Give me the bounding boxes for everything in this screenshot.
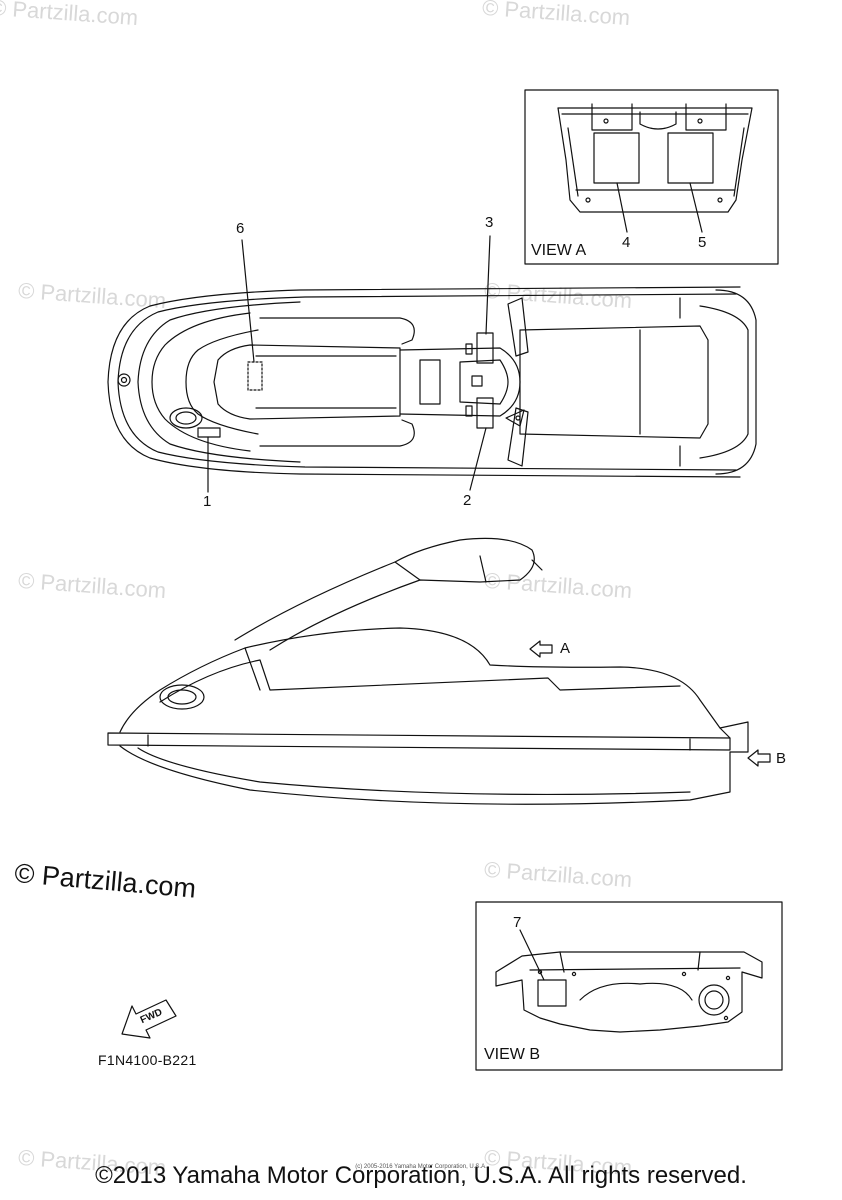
leader-4 <box>616 182 628 233</box>
arrow-b-label: B <box>776 750 787 767</box>
callout-2: 2 <box>463 492 472 509</box>
label-2-area <box>476 397 494 429</box>
label-4-area <box>593 132 640 184</box>
view-a-frame <box>524 89 779 265</box>
tiny-copyright: (c) 2005-2016 Yamaha Motor Corporation, … <box>355 1164 487 1170</box>
side-view-craft <box>107 537 749 805</box>
view-b-label: VIEW B <box>484 1046 541 1063</box>
label-7-area <box>537 979 567 1007</box>
arrow-b-icon <box>747 749 771 767</box>
label-1-area <box>197 427 221 438</box>
callout-6: 6 <box>236 220 245 237</box>
callout-4: 4 <box>622 234 631 251</box>
leader-2 <box>469 427 487 491</box>
view-b-frame <box>475 901 783 1071</box>
callout-5: 5 <box>698 234 707 251</box>
leader-5 <box>689 182 703 233</box>
arrow-a-label: A <box>560 640 571 657</box>
label-6-area <box>247 361 263 391</box>
view-a-panel <box>557 103 753 213</box>
arrow-a-icon <box>529 640 553 658</box>
label-5-area <box>667 132 714 184</box>
diagram-code: F1N4100-B221 <box>98 1052 197 1068</box>
view-b-panel <box>495 951 763 1033</box>
view-a-label: VIEW A <box>531 242 587 259</box>
leader-3 <box>485 235 491 335</box>
label-3-area <box>476 332 494 364</box>
callout-7: 7 <box>513 914 522 931</box>
callout-3: 3 <box>485 214 494 231</box>
fwd-arrow-icon <box>121 999 177 1039</box>
top-view-craft <box>107 286 757 478</box>
leader-7 <box>519 929 545 981</box>
leader-6 <box>241 239 255 363</box>
copyright-notice: ©2013 Yamaha Motor Corporation, U.S.A. A… <box>95 1162 747 1189</box>
callout-1: 1 <box>203 493 212 510</box>
